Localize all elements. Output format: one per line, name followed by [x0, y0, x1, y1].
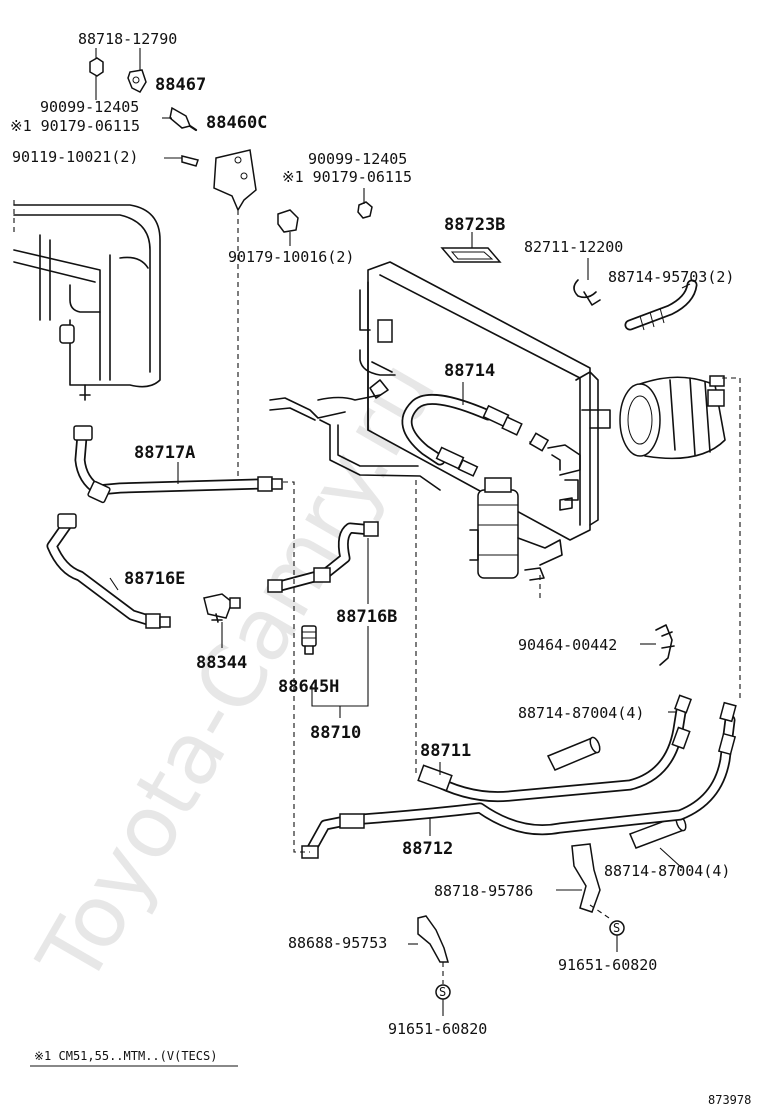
label-90179-06115-b: ※1 90179-06115 [282, 168, 412, 186]
label-90099-12405-b: 90099-12405 [308, 150, 407, 168]
label-82711-12200: 82711-12200 [524, 238, 623, 256]
label-88718-12790: 88718-12790 [78, 30, 177, 48]
bracket-90119-10021 [181, 149, 257, 212]
label-88711: 88711 [420, 741, 471, 761]
label-88723b: 88723B [444, 215, 505, 235]
label-90099-12405-a: 90099-12405 [40, 98, 139, 116]
part-labels: 88718-12790 88467 90099-12405 ※1 90179-0… [10, 30, 734, 1038]
nut-90179-10016 [277, 209, 299, 233]
label-91651-60820-a: 91651-60820 [558, 956, 657, 974]
evaporator-unit [13, 200, 161, 401]
gasket-88723b [440, 247, 502, 263]
label-88714-87004-b: 88714-87004(4) [604, 862, 730, 880]
hose-88711 [417, 694, 692, 803]
clamp-82711-12200 [573, 279, 601, 306]
svg-text:S: S [439, 985, 446, 999]
label-88712: 88712 [402, 839, 453, 859]
bracket-88718-95786 [571, 843, 601, 913]
label-88718-95786: 88718-95786 [434, 882, 533, 900]
label-88716b: 88716B [336, 607, 397, 627]
hose-88712 [301, 701, 737, 859]
bolt-91651-60820-a: S [609, 920, 625, 936]
leader-lines [95, 48, 741, 1016]
sensor-88645h [301, 625, 317, 655]
diagram-id: 873978 [708, 1093, 751, 1107]
label-88714: 88714 [444, 361, 495, 381]
bolt-91651-60820-b: S [435, 984, 451, 1000]
sleeve-88714-87004-upper [546, 736, 601, 771]
nut-88718-12790 [89, 57, 104, 77]
switch-88344 [203, 593, 241, 623]
clip-90464-00442 [655, 624, 675, 666]
bracket-88467 [127, 69, 147, 93]
label-91651-60820-b: 91651-60820 [388, 1020, 487, 1038]
footnote: ※1 CM51,55..MTM..(V(TECS) [34, 1049, 217, 1063]
label-90179-10016: 90179-10016(2) [228, 248, 354, 266]
nut-90099-12405 [357, 201, 373, 219]
label-88460c: 88460C [206, 113, 267, 133]
svg-text:S: S [613, 921, 620, 935]
bracket-88688-95753 [417, 915, 449, 963]
label-88688-95753: 88688-95753 [288, 934, 387, 952]
hose-88714-95703 [624, 279, 698, 331]
condenser-assembly [269, 261, 611, 541]
label-88467: 88467 [155, 75, 206, 95]
label-88714-95703: 88714-95703(2) [608, 268, 734, 286]
label-88344: 88344 [196, 653, 247, 673]
label-88716e: 88716E [124, 569, 185, 589]
pipe-88716b [267, 521, 379, 593]
label-88710: 88710 [310, 723, 361, 743]
pipe-88716e [46, 513, 171, 629]
label-88714-87004-a: 88714-87004(4) [518, 704, 644, 722]
label-90464-00442: 90464-00442 [518, 636, 617, 654]
label-90119-10021: 90119-10021(2) [12, 148, 138, 166]
receiver-drier [469, 477, 563, 581]
label-88645h: 88645H [278, 677, 339, 697]
label-88717a: 88717A [134, 443, 195, 463]
sensor-88460c [169, 106, 198, 132]
pipe-88717a [73, 425, 283, 504]
label-90179-06115-a: ※1 90179-06115 [10, 117, 140, 135]
hose-88714 [401, 393, 523, 477]
compressor [619, 375, 726, 460]
